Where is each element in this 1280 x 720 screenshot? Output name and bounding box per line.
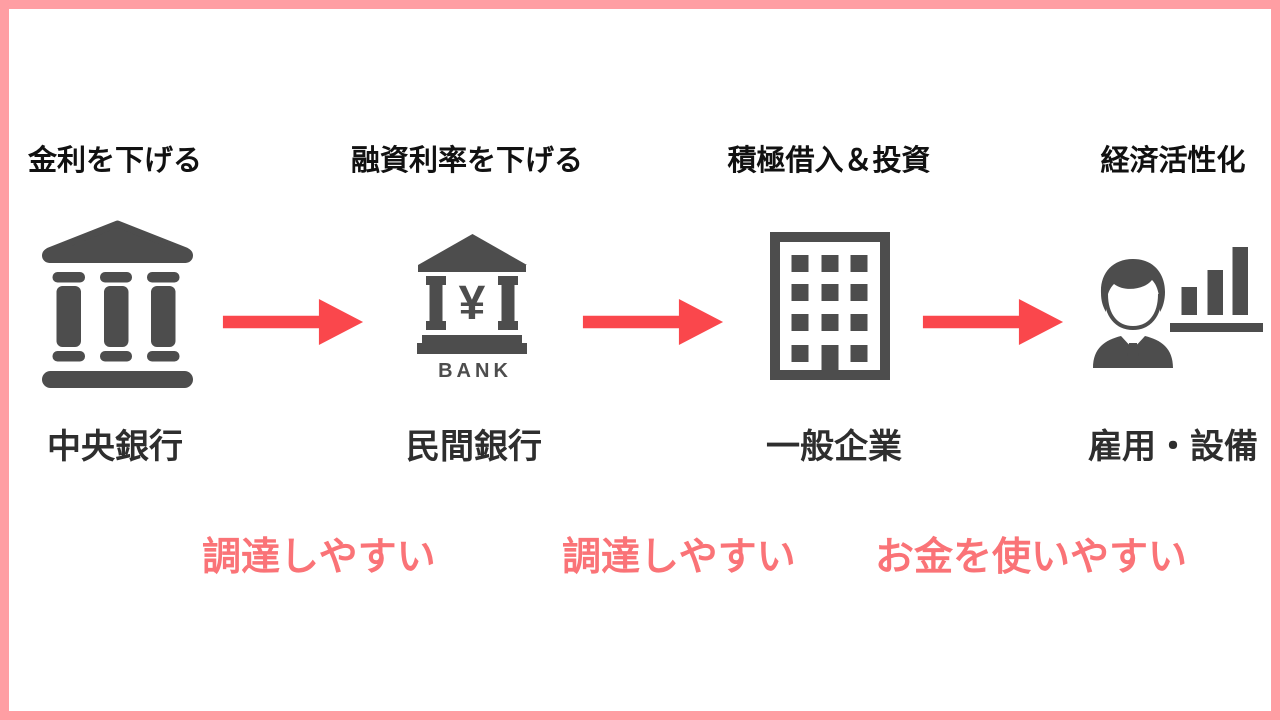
central-bank-icon — [42, 220, 193, 388]
flow-arrow-1 — [222, 298, 364, 346]
note-easy-to-spend-money: お金を使いやすい — [875, 536, 1188, 579]
note-easy-to-raise-funds-2: 調達しやすい — [562, 536, 796, 579]
businessman-growth-chart-icon — [1093, 247, 1263, 368]
step-header-private-bank: 融資利率を下げる — [350, 145, 584, 177]
private-bank-icon: ¥ BANK — [417, 234, 527, 379]
bank-caption: BANK — [438, 360, 512, 379]
office-building-icon — [770, 232, 890, 380]
step-label-private-bank: 民間銀行 — [406, 428, 542, 466]
step-label-companies: 一般企業 — [766, 428, 902, 466]
step-label-central-bank: 中央銀行 — [47, 428, 183, 466]
step-label-economy: 雇用・設備 — [1088, 428, 1258, 466]
yen-symbol: ¥ — [459, 277, 486, 330]
flow-arrow-2 — [582, 298, 724, 346]
step-header-central-bank: 金利を下げる — [27, 145, 203, 177]
step-header-companies: 積極借入＆投資 — [727, 145, 931, 177]
flow-arrow-3 — [922, 298, 1064, 346]
step-header-economy: 経済活性化 — [1100, 145, 1246, 177]
note-easy-to-raise-funds-1: 調達しやすい — [202, 536, 436, 579]
